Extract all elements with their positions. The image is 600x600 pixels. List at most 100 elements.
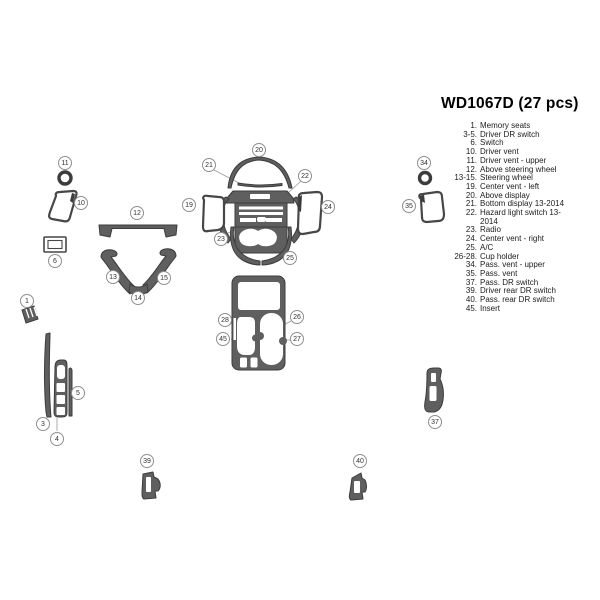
part-center-vent-left: [201, 194, 226, 233]
part-driver-vent: [48, 189, 78, 223]
part-driver-rear-dr-switch: [141, 471, 161, 500]
legend-item-number: 20.: [465, 190, 477, 200]
legend-item: 39.Driver rear DR switch: [430, 287, 596, 296]
legend-item: 11.Driver vent - upper: [430, 155, 596, 166]
legend-item-number: 19.: [465, 181, 477, 191]
legend-item-label: Driver vent - upper: [480, 155, 547, 165]
legend-item-number: 34.: [465, 260, 477, 270]
legend-item: 34.Pass. vent - upper: [430, 261, 596, 270]
legend-item: 3-5.Driver DR switch: [430, 129, 596, 140]
legend-item: 23.Radio: [430, 226, 596, 235]
part-cup-holder-console: [231, 275, 287, 371]
part-pass-vent: [418, 190, 446, 224]
legend-item-label: Switch: [480, 138, 504, 148]
callout-23: 23: [214, 232, 228, 246]
legend-item-number: 13-15.: [454, 173, 477, 183]
callout-4: 4: [50, 432, 64, 446]
legend-item-number: 10.: [465, 147, 477, 157]
legend-item-label-wrap: 2014: [480, 216, 498, 226]
legend-item-number: 39.: [465, 286, 477, 296]
callout-13: 13: [106, 270, 120, 284]
part-center-vent-right: [296, 190, 324, 236]
legend-item: 22.Hazard light switch 13-2014: [430, 208, 596, 226]
legend-item-number: 3-5.: [463, 129, 477, 139]
legend-item: 19.Center vent - left: [430, 181, 596, 192]
legend-item: 37.Pass. DR switch: [430, 277, 596, 288]
legend-item-number: 23.: [465, 225, 477, 235]
legend-item-number: 22.: [465, 208, 477, 218]
legend-item-label: Above display: [480, 190, 530, 200]
legend-item-label: Driver DR switch: [480, 129, 540, 139]
part-driver-dr-switch-group: [44, 332, 73, 418]
callout-22: 22: [298, 169, 312, 183]
legend-item: 40.Pass. rear DR switch: [430, 295, 596, 305]
legend-item-label: A/C: [480, 242, 494, 252]
legend-item: 26-28.Cup holder: [430, 251, 596, 262]
legend-item: 1.Memory seats: [430, 121, 596, 131]
callout-1: 1: [20, 294, 34, 308]
legend-item: 24.Center vent - right: [430, 234, 596, 244]
legend-item: 10.Driver vent: [430, 147, 596, 157]
callout-20: 20: [252, 143, 266, 157]
callout-6: 6: [48, 254, 62, 268]
legend-item-label: Center vent - right: [480, 234, 545, 244]
legend-item-number: 26-28.: [454, 251, 477, 261]
legend-item-number: 35.: [465, 268, 477, 278]
callout-28: 28: [218, 313, 232, 327]
part-bottom-display: [237, 182, 283, 188]
legend-item-label: Above steering wheel: [480, 164, 557, 174]
callout-5: 5: [71, 386, 85, 400]
legend-item-label: Pass. vent - upper: [480, 260, 545, 270]
callout-37: 37: [428, 415, 442, 429]
legend-item: 6.Switch: [430, 139, 596, 148]
legend-item: 21.Bottom display 13-2014: [430, 200, 596, 209]
callout-15: 15: [157, 271, 171, 285]
legend-item: 12.Above steering wheel: [430, 164, 596, 175]
callout-25: 25: [283, 251, 297, 265]
part-pass-vent-upper-ring: [417, 170, 433, 186]
callout-24: 24: [321, 200, 335, 214]
callout-45: 45: [216, 332, 230, 346]
callout-40: 40: [353, 454, 367, 468]
part-switch-frame: [43, 236, 67, 253]
legend-item-label: Pass. vent: [480, 268, 518, 278]
part-pass-dr-switch: [424, 367, 444, 413]
part-above-steering-wheel: [98, 224, 178, 238]
legend-item: 13-15.Steering wheel: [430, 174, 596, 183]
callout-11: 11: [58, 156, 72, 170]
callout-19: 19: [182, 198, 196, 212]
legend-item: 25.A/C: [430, 242, 596, 253]
callout-39: 39: [140, 454, 154, 468]
legend-item-number: 25.: [465, 242, 477, 252]
callout-35: 35: [402, 199, 416, 213]
kit-title: WD1067D (27 pcs): [441, 95, 579, 112]
legend-item-label: Bottom display 13-2014: [480, 199, 565, 209]
part-pass-rear-dr-switch: [348, 472, 367, 501]
legend-item-label: Hazard light switch 13-2014: [480, 208, 596, 226]
callout-34: 34: [417, 156, 431, 170]
legend-item: 20.Above display: [430, 190, 596, 201]
part-above-display: [227, 156, 293, 189]
legend-item-number: 12.: [465, 164, 477, 174]
legend-item-number: 40.: [465, 295, 477, 305]
legend-item-number: 21.: [465, 199, 477, 209]
part-radio-trim: [234, 202, 288, 228]
legend-item: 45.Insert: [430, 303, 596, 314]
legend-item-label: Center vent - left: [480, 181, 540, 191]
legend-item-number: 45.: [465, 303, 477, 313]
legend-item-number: 11.: [466, 155, 477, 165]
legend-item-label: Driver rear DR switch: [480, 286, 557, 296]
legend-item-number: 24.: [465, 234, 477, 244]
legend-item-label: Radio: [480, 225, 501, 235]
callout-10: 10: [74, 196, 88, 210]
legend-item-label: Insert: [480, 303, 501, 313]
callout-21: 21: [202, 158, 216, 172]
callout-12: 12: [130, 206, 144, 220]
legend-item-number: 6.: [470, 138, 477, 148]
legend-item-label: Cup holder: [480, 251, 520, 261]
legend-item-number: 37.: [465, 277, 477, 287]
legend-item-label: Driver vent: [480, 147, 519, 157]
